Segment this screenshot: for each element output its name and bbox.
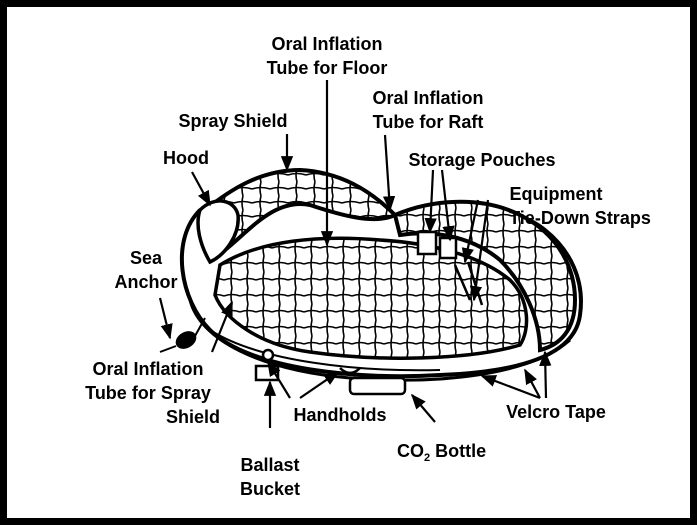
label-velcro-tape: Velcro Tape: [506, 402, 606, 422]
label-sea-anchor-2: Anchor: [115, 272, 178, 292]
label-oral-inflation-spray-2: Tube for Spray: [85, 383, 211, 403]
label-ballast-bucket-1: Ballast: [240, 455, 299, 475]
label-ballast-bucket-2: Bucket: [240, 479, 300, 499]
label-oral-inflation-floor-1: Oral Inflation: [271, 34, 382, 54]
label-oral-inflation-raft-2: Tube for Raft: [373, 112, 484, 132]
label-oral-inflation-spray-1: Oral Inflation: [92, 359, 203, 379]
label-storage-pouches: Storage Pouches: [408, 150, 555, 170]
co2-bottle: [350, 378, 405, 394]
label-handholds: Handholds: [294, 405, 387, 425]
label-oral-inflation-spray-3: Shield: [166, 407, 220, 427]
label-oral-inflation-raft-1: Oral Inflation: [372, 88, 483, 108]
label-oral-inflation-floor-2: Tube for Floor: [267, 58, 388, 78]
label-equipment-2: Tie-Down Straps: [509, 208, 651, 228]
co2-main: CO: [397, 441, 424, 461]
label-co2-bottle: CO2 Bottle: [397, 441, 486, 464]
label-hood: Hood: [163, 148, 209, 168]
label-equipment-1: Equipment: [510, 184, 603, 204]
co2-rest: Bottle: [430, 441, 486, 461]
label-sea-anchor-1: Sea: [130, 248, 163, 268]
label-spray-shield: Spray Shield: [178, 111, 287, 131]
